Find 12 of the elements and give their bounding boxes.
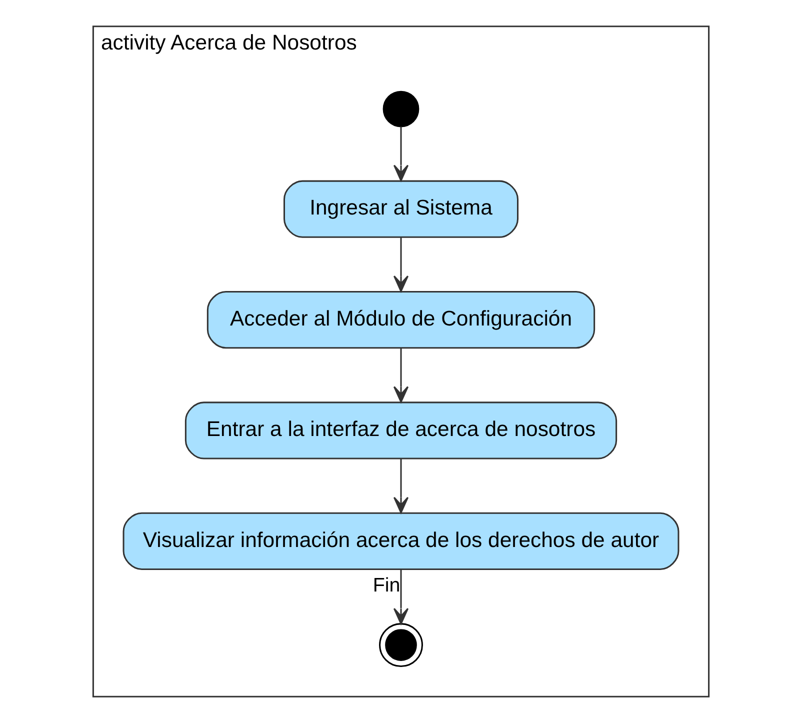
node-circle xyxy=(378,623,422,668)
arrow xyxy=(392,237,408,292)
node-box: Acceder al Módulo de Configuración xyxy=(206,291,595,349)
node-circle xyxy=(382,90,419,128)
arrow xyxy=(392,458,408,514)
arrow xyxy=(392,570,408,625)
node-box: Ingresar al Sistema xyxy=(282,180,518,238)
arrow xyxy=(392,348,408,403)
arrow xyxy=(392,126,408,182)
edge-label: Fin xyxy=(372,574,400,596)
node-box: Entrar a la interfaz de acerca de nosotros xyxy=(184,402,617,460)
node-box: Visualizar información acerca de los derechos de autor xyxy=(122,512,679,570)
